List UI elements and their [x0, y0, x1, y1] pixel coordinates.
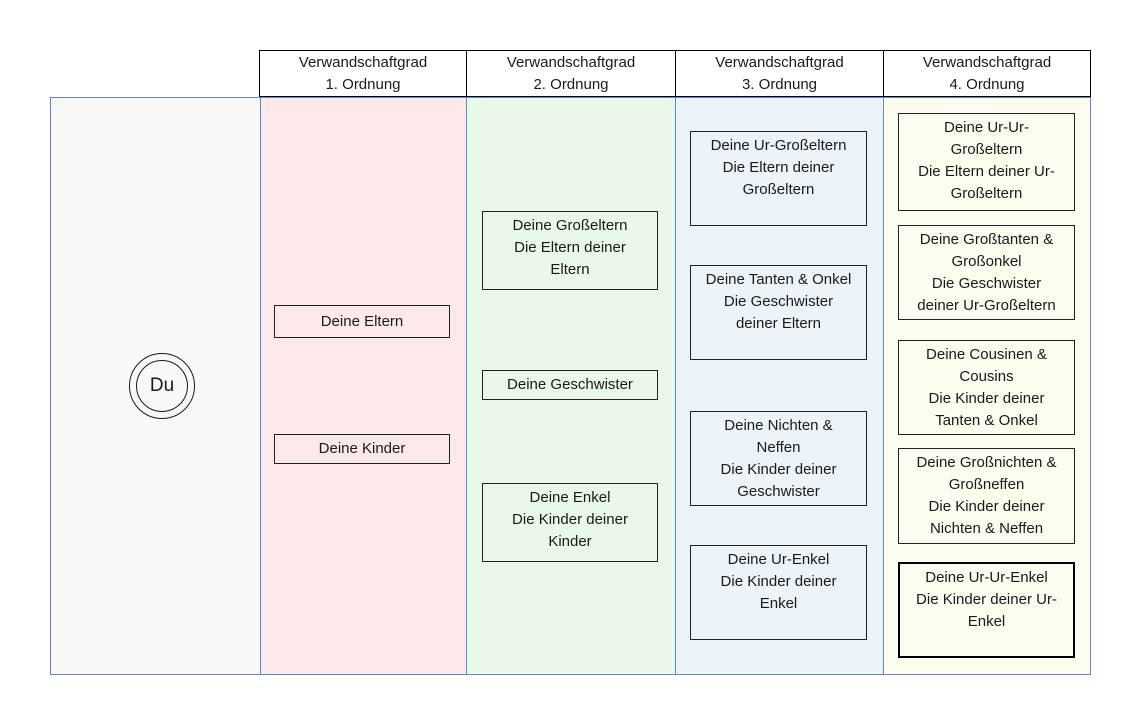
column-header-order-3: Verwandschaftgrad 3. Ordnung — [675, 50, 884, 97]
box-eltern: Deine Eltern — [274, 305, 450, 338]
du-circle-inner: Du — [136, 360, 188, 412]
box-tanten-onkel: Deine Tanten & Onkel Die Geschwister dei… — [690, 265, 867, 360]
box-ur-enkel: Deine Ur-Enkel Die Kinder deiner Enkel — [690, 545, 867, 640]
box-kinder: Deine Kinder — [274, 434, 450, 464]
box-cousinen-cousins: Deine Cousinen & Cousins Die Kinder dein… — [898, 340, 1075, 435]
column-order-1 — [260, 97, 467, 675]
box-grosstanten-grossonkel: Deine Großtanten & Großonkel Die Geschwi… — [898, 225, 1075, 320]
du-label: Du — [149, 375, 175, 396]
du-circle: Du — [129, 353, 195, 419]
box-ur-ur-grosseltern: Deine Ur-Ur- Großeltern Die Eltern deine… — [898, 113, 1075, 211]
box-nichten-neffen: Deine Nichten & Neffen Die Kinder deiner… — [690, 411, 867, 506]
box-enkel: Deine Enkel Die Kinder deiner Kinder — [482, 483, 658, 562]
box-ur-grosseltern: Deine Ur-Großeltern Die Eltern deiner Gr… — [690, 131, 867, 226]
box-grosseltern: Deine Großeltern Die Eltern deiner Elter… — [482, 211, 658, 290]
box-geschwister: Deine Geschwister — [482, 370, 658, 400]
box-ur-ur-enkel: Deine Ur-Ur-Enkel Die Kinder deiner Ur- … — [898, 562, 1075, 658]
box-grossnichten-grossneffen: Deine Großnichten & Großneffen Die Kinde… — [898, 448, 1075, 544]
column-header-order-2: Verwandschaftgrad 2. Ordnung — [466, 50, 676, 97]
column-header-order-4: Verwandschaftgrad 4. Ordnung — [883, 50, 1091, 97]
column-header-order-1: Verwandschaftgrad 1. Ordnung — [259, 50, 467, 97]
